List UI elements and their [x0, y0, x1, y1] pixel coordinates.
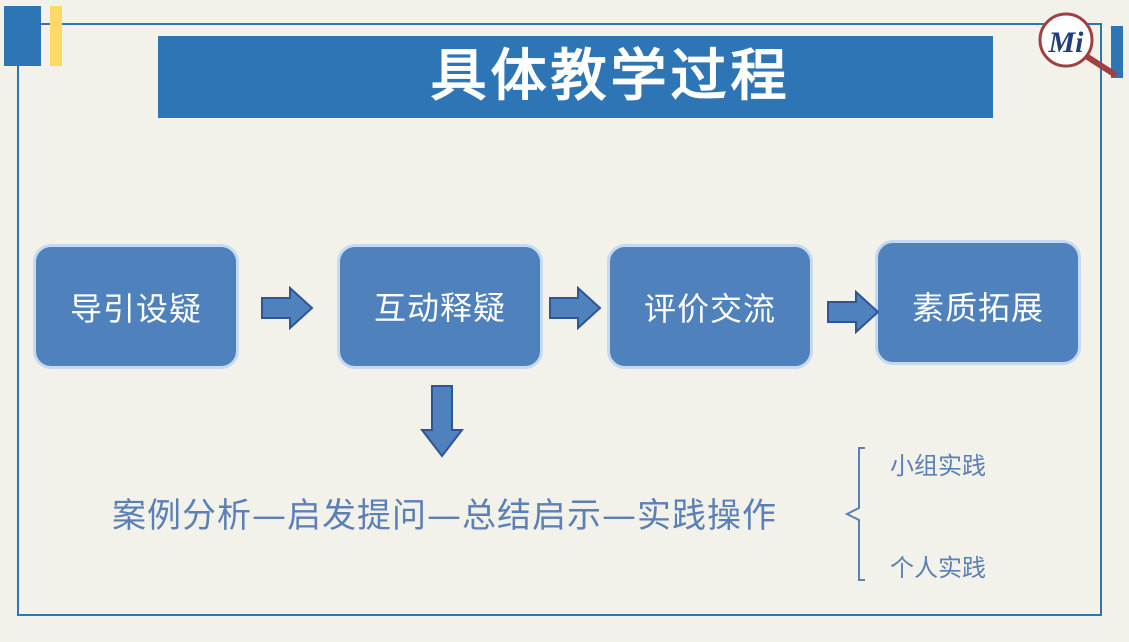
step-box-1: 导引设疑 — [33, 244, 239, 369]
step-label-1: 导引设疑 — [69, 289, 202, 328]
logo-text: Mi — [1047, 26, 1084, 59]
page-title-text: 具体教学过程 — [430, 44, 791, 109]
step-box-3: 评价交流 — [607, 244, 813, 369]
slide-frame — [17, 23, 1102, 616]
branch-group-practice: 小组实践 — [890, 452, 986, 480]
step-box-2: 互动释疑 — [337, 244, 543, 369]
down-arrow-icon — [420, 385, 464, 458]
left-brace-icon — [845, 447, 865, 581]
corner-decoration-blue — [4, 6, 41, 66]
corner-decoration-blue-right — [1111, 26, 1123, 78]
step-label-4: 素质拓展 — [911, 289, 1044, 327]
process-sequence-text: 案例分析—启发提问—总结启示—实践操作 — [112, 496, 777, 536]
step-box-4: 素质拓展 — [875, 240, 1081, 365]
branch-individual-practice: 个人实践 — [890, 554, 986, 582]
corner-decoration-yellow — [50, 6, 62, 66]
right-arrow-icon-2 — [549, 286, 602, 330]
page-title: 具体教学过程 — [158, 36, 993, 118]
step-label-2: 互动释疑 — [373, 289, 506, 327]
step-label-3: 评价交流 — [643, 289, 776, 328]
right-arrow-icon-1 — [261, 286, 314, 330]
right-arrow-icon-3 — [827, 290, 880, 334]
logo-magnifier-icon: Mi — [1038, 12, 1117, 77]
